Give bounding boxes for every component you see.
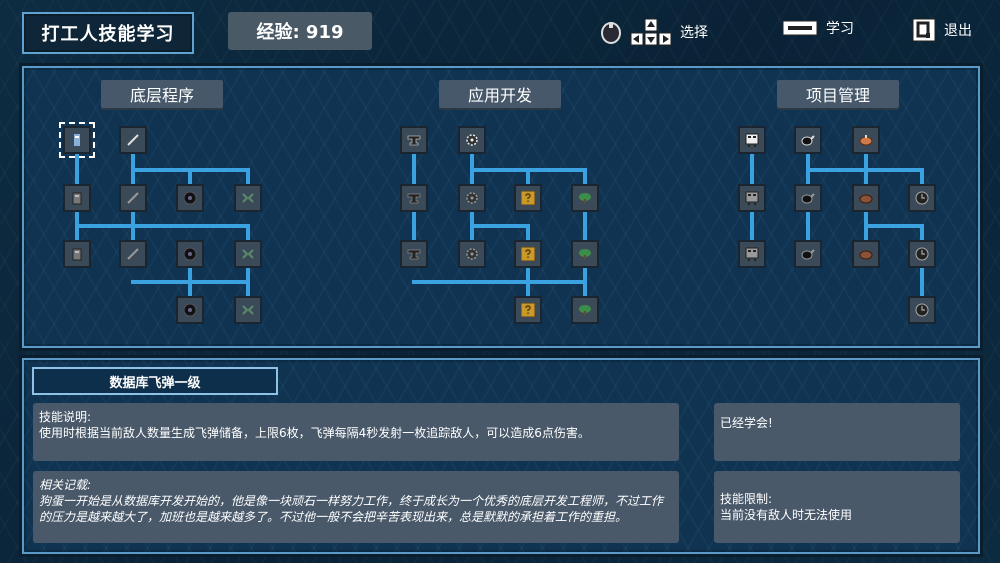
tree-title-low-level: 底层程序 (101, 80, 223, 108)
anvil-icon (407, 135, 421, 146)
skill-limit-text: 当前没有敌人时无法使用 (720, 508, 853, 522)
skill-clock-1[interactable] (908, 184, 936, 212)
skill-description-box: 技能说明: 使用时根据当前敌人数量生成飞弹储备，上限6枚，飞弹每隔4秒发射一枚追… (33, 403, 679, 461)
gear-icon (466, 192, 478, 204)
skill-pan-2[interactable] (794, 184, 822, 212)
clock-icon (915, 191, 929, 205)
skill-claw-2[interactable] (234, 240, 262, 268)
skill-database-missile-2[interactable] (63, 184, 91, 212)
skill-blackhole-1[interactable] (176, 184, 204, 212)
skill-anvil-2[interactable] (400, 184, 428, 212)
select-label: 选择 (680, 25, 708, 41)
frying-pan-icon (801, 135, 815, 146)
skill-lore-label: 相关记载: (39, 478, 92, 492)
skill-blackhole-2[interactable] (176, 240, 204, 268)
gear-icon (466, 134, 478, 146)
database-missile-icon (72, 248, 82, 261)
claw-icon (242, 305, 254, 315)
question-block-icon (521, 247, 535, 261)
skill-tree-2[interactable] (571, 240, 599, 268)
skill-description-label: 技能说明: (39, 410, 92, 424)
skill-status-text: 已经学会! (720, 416, 773, 430)
skill-limit-label: 技能限制: (720, 492, 773, 506)
stick-icon (127, 248, 139, 260)
skill-meat-1[interactable] (852, 126, 880, 154)
skill-meat-3[interactable] (852, 240, 880, 268)
learn-label: 学习 (826, 21, 854, 37)
q-key-icon (912, 18, 936, 42)
stick-icon (127, 192, 139, 204)
skill-clock-3[interactable] (908, 296, 936, 324)
meat-icon (859, 135, 873, 146)
skill-gear-3[interactable] (458, 240, 486, 268)
skill-blackhole-3[interactable] (176, 296, 204, 324)
skill-stick-3[interactable] (119, 240, 147, 268)
tree-title-app-dev: 应用开发 (439, 80, 561, 108)
skill-database-missile-1[interactable] (59, 122, 95, 158)
skill-claw-3[interactable] (234, 296, 262, 324)
meat-icon (859, 194, 873, 204)
skill-pan-1[interactable] (794, 126, 822, 154)
skill-status-box: 已经学会! (714, 403, 960, 461)
question-block-icon (521, 303, 535, 317)
skill-whiteboard-1[interactable] (738, 126, 766, 154)
clock-icon (915, 247, 929, 261)
exit-label: 退出 (944, 23, 972, 39)
bonsai-icon (579, 305, 591, 315)
whiteboard-icon (745, 133, 759, 147)
anvil-icon (407, 249, 421, 260)
skill-stick-2[interactable] (119, 184, 147, 212)
database-missile-icon (74, 134, 80, 146)
skill-meat-2[interactable] (852, 184, 880, 212)
claw-icon (242, 249, 254, 259)
skill-whiteboard-2[interactable] (738, 184, 766, 212)
skill-tree-1[interactable] (571, 184, 599, 212)
skill-anvil-3[interactable] (400, 240, 428, 268)
skill-tree-3[interactable] (571, 296, 599, 324)
skill-claw-1[interactable] (234, 184, 262, 212)
frying-pan-icon (801, 193, 815, 204)
meat-icon (859, 250, 873, 260)
whiteboard-icon (745, 247, 759, 261)
database-missile-icon (72, 192, 82, 205)
arrow-keys-icon (630, 18, 672, 46)
exit-hint[interactable]: 退出 (912, 18, 972, 42)
question-block-icon (521, 191, 535, 205)
claw-icon (242, 193, 254, 203)
gear-icon (466, 248, 478, 260)
skill-gear-2[interactable] (458, 184, 486, 212)
skill-lore-text: 狗蛋一开始是从数据库开发开始的，他是像一块顽石一样努力工作，终于成长为一个优秀的… (39, 494, 664, 524)
tree-title-project-mgmt: 项目管理 (777, 80, 899, 108)
skill-pan-3[interactable] (794, 240, 822, 268)
page-title: 打工人技能学习 (22, 12, 194, 54)
skill-anvil-1[interactable] (400, 126, 428, 154)
skill-gear-1[interactable] (458, 126, 486, 154)
whiteboard-icon (745, 191, 759, 205)
skill-name-tab: 数据库飞弹一级 (32, 367, 278, 395)
anvil-icon (407, 193, 421, 204)
skill-mystery-2[interactable] (514, 240, 542, 268)
stick-icon (127, 134, 139, 146)
blackhole-icon (183, 191, 197, 205)
clock-icon (915, 303, 929, 317)
skill-stick-1[interactable] (119, 126, 147, 154)
skill-database-missile-3[interactable] (63, 240, 91, 268)
select-hint[interactable]: 选择 (600, 18, 708, 46)
blackhole-icon (183, 303, 197, 317)
skill-description-text: 使用时根据当前敌人数量生成飞弹储备，上限6枚，飞弹每隔4秒发射一枚追踪敌人，可以… (39, 426, 590, 440)
blackhole-icon (183, 247, 197, 261)
experience-counter: 经验: 919 (228, 12, 372, 50)
bonsai-icon (579, 193, 591, 203)
skill-clock-2[interactable] (908, 240, 936, 268)
frying-pan-icon (801, 249, 815, 260)
skill-mystery-1[interactable] (514, 184, 542, 212)
skill-lore-box: 相关记载: 狗蛋一开始是从数据库开发开始的，他是像一块顽石一样努力工作，终于成长… (33, 471, 679, 543)
controller-icon (601, 22, 621, 44)
skill-mystery-3[interactable] (514, 296, 542, 324)
skill-limit-box: 技能限制: 当前没有敌人时无法使用 (714, 471, 960, 543)
spacebar-icon (782, 20, 818, 36)
skill-whiteboard-3[interactable] (738, 240, 766, 268)
learn-hint[interactable]: 学习 (782, 18, 854, 38)
bonsai-icon (579, 249, 591, 259)
